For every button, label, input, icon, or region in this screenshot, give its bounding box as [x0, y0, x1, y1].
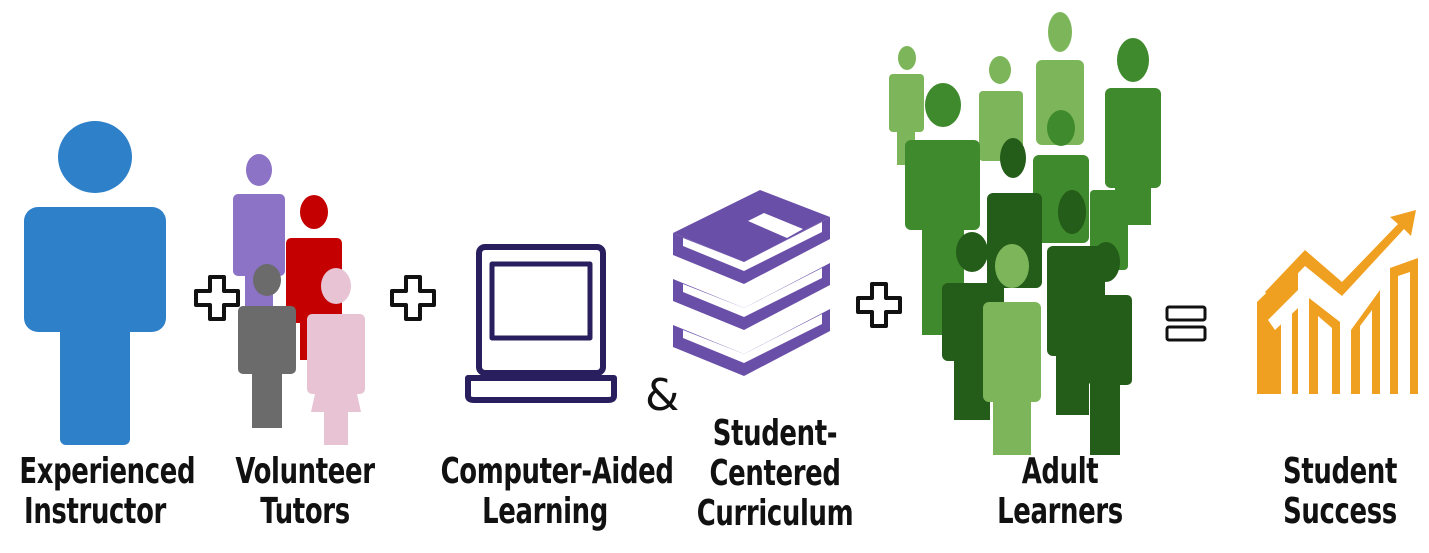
tutors-icon: [233, 154, 365, 445]
label-student-centered-curriculum: Student- Centered Curriculum: [696, 413, 854, 534]
label-adult-learners: Adult Learners: [997, 451, 1123, 532]
tutor-purple-figure: [233, 154, 285, 330]
plus-operator-3: [856, 282, 902, 328]
ampersand-operator: &: [645, 370, 680, 421]
label-student-success: Student Success: [1283, 451, 1397, 532]
learners-icon: [889, 12, 1161, 455]
books-icon: [673, 190, 830, 376]
tutor-pink-figure: [307, 268, 365, 445]
equals-operator: [1165, 305, 1207, 342]
label-computer-aided-learning: Computer-Aided Learning: [440, 451, 674, 532]
laptop-icon: [465, 244, 617, 403]
label-experienced-instructor: Experienced Instructor: [19, 451, 196, 532]
instructor-icon: [24, 121, 166, 445]
label-volunteer-tutors: Volunteer Tutors: [235, 451, 375, 532]
plus-operator-1: [194, 275, 240, 321]
tutor-gray-figure: [238, 264, 296, 428]
plus-operator-2: [390, 275, 436, 321]
growth-chart-icon: [1257, 210, 1418, 394]
